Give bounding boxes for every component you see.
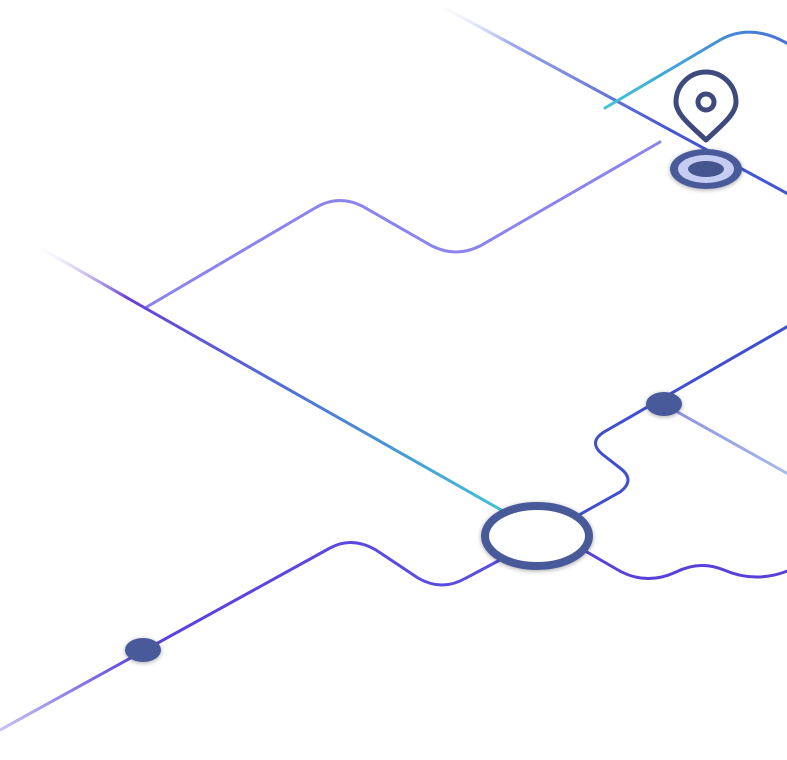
route-top-right <box>603 30 787 110</box>
route-bottom-left <box>0 541 502 732</box>
route-node-icon[interactable] <box>646 392 682 416</box>
route-bottom-wave <box>578 546 787 580</box>
route-long-diagonal <box>33 243 512 517</box>
pin-marker <box>673 69 739 143</box>
pin-base <box>670 149 742 189</box>
pin-center <box>695 91 717 113</box>
route-node-icon[interactable] <box>125 638 161 662</box>
route-hub-to-right <box>568 324 787 522</box>
route-right-branch <box>663 403 787 476</box>
location-pin-icon[interactable] <box>670 69 742 189</box>
route-violet-wave <box>143 140 662 310</box>
route-hub-ring-icon[interactable] <box>481 502 593 570</box>
